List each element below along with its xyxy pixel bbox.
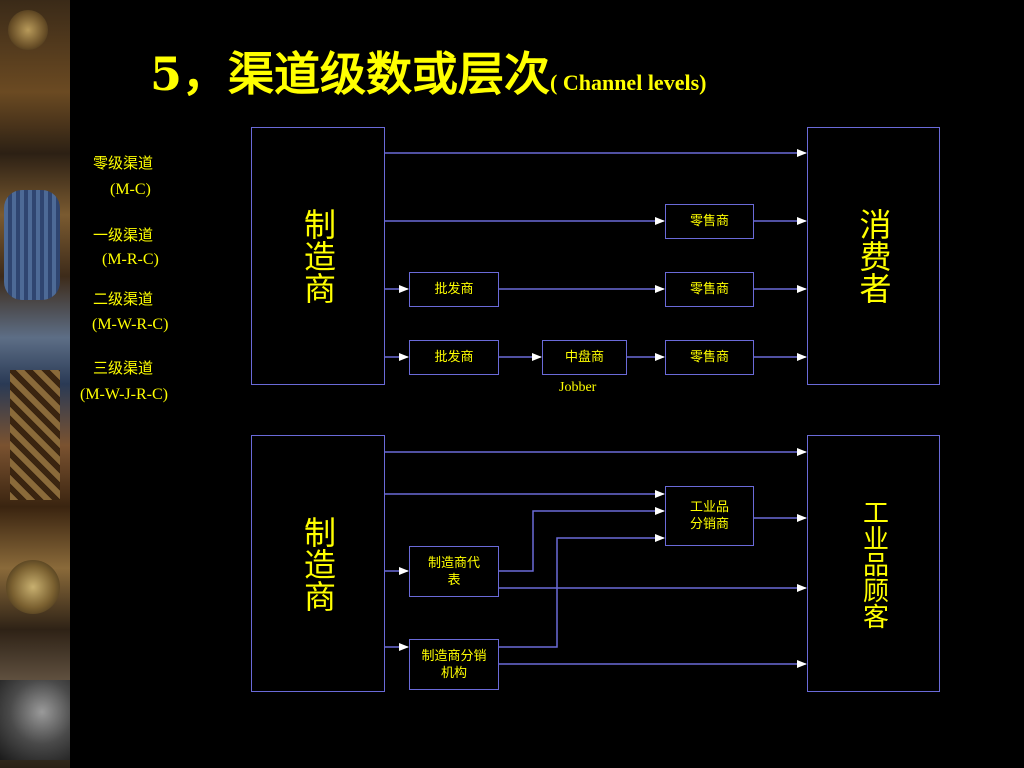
level-3-label: 三级渠道 bbox=[93, 359, 154, 377]
producer-label-bottom: 制造商 bbox=[299, 515, 337, 612]
industrial-customer-box: 工业品顾客 bbox=[807, 435, 940, 692]
consumer-box: 消费者 bbox=[807, 127, 940, 385]
consumer-label: 消费者 bbox=[854, 208, 893, 304]
jobber-caption: Jobber bbox=[559, 380, 597, 395]
retailer-box-level2: 零售商 bbox=[665, 272, 754, 307]
manufacturer-branch-box: 制造商分销机构 bbox=[409, 639, 499, 690]
industrial-customer-label: 工业品顾客 bbox=[858, 498, 889, 629]
pocket-watch-image bbox=[0, 680, 70, 760]
level-2-label: 二级渠道 bbox=[93, 290, 154, 308]
level-1-label: 一级渠道 bbox=[93, 226, 154, 244]
decorative-photo-strip bbox=[0, 0, 70, 768]
cross-medal-image bbox=[10, 370, 60, 500]
arrow-branch-dist bbox=[499, 534, 665, 648]
producer-label-top: 制造商 bbox=[299, 208, 337, 304]
wholesaler-box-level3: 批发商 bbox=[409, 340, 499, 375]
industrial-distributor-box: 工业品分销商 bbox=[665, 486, 754, 546]
wholesaler-box-level2: 批发商 bbox=[409, 272, 499, 307]
level-0-label: 零级渠道 bbox=[93, 154, 154, 172]
medal-image bbox=[8, 10, 48, 50]
level-3-code: (M-W-J-R-C) bbox=[80, 386, 168, 403]
producer-box-top: 制造商 bbox=[251, 127, 385, 385]
slide-title: 5，渠道级数或层次( Channel levels) bbox=[150, 38, 706, 108]
retailer-box-level3: 零售商 bbox=[665, 340, 754, 375]
level-1-code: (M-R-C) bbox=[102, 251, 159, 268]
coin-image bbox=[6, 560, 60, 614]
jobber-box-level3: 中盘商 bbox=[542, 340, 627, 375]
arrow-rep-dist bbox=[499, 507, 665, 572]
producer-box-bottom: 制造商 bbox=[251, 435, 385, 692]
manufacturer-rep-box: 制造商代表 bbox=[409, 546, 499, 597]
ribbon-rosette-image bbox=[4, 190, 60, 300]
slide-title-sub: ( Channel levels) bbox=[550, 70, 707, 95]
level-0-code: (M-C) bbox=[110, 181, 151, 198]
level-2-code: (M-W-R-C) bbox=[92, 316, 169, 333]
retailer-box-level1: 零售商 bbox=[665, 204, 754, 239]
slide-title-main: 5，渠道级数或层次 bbox=[150, 47, 551, 101]
